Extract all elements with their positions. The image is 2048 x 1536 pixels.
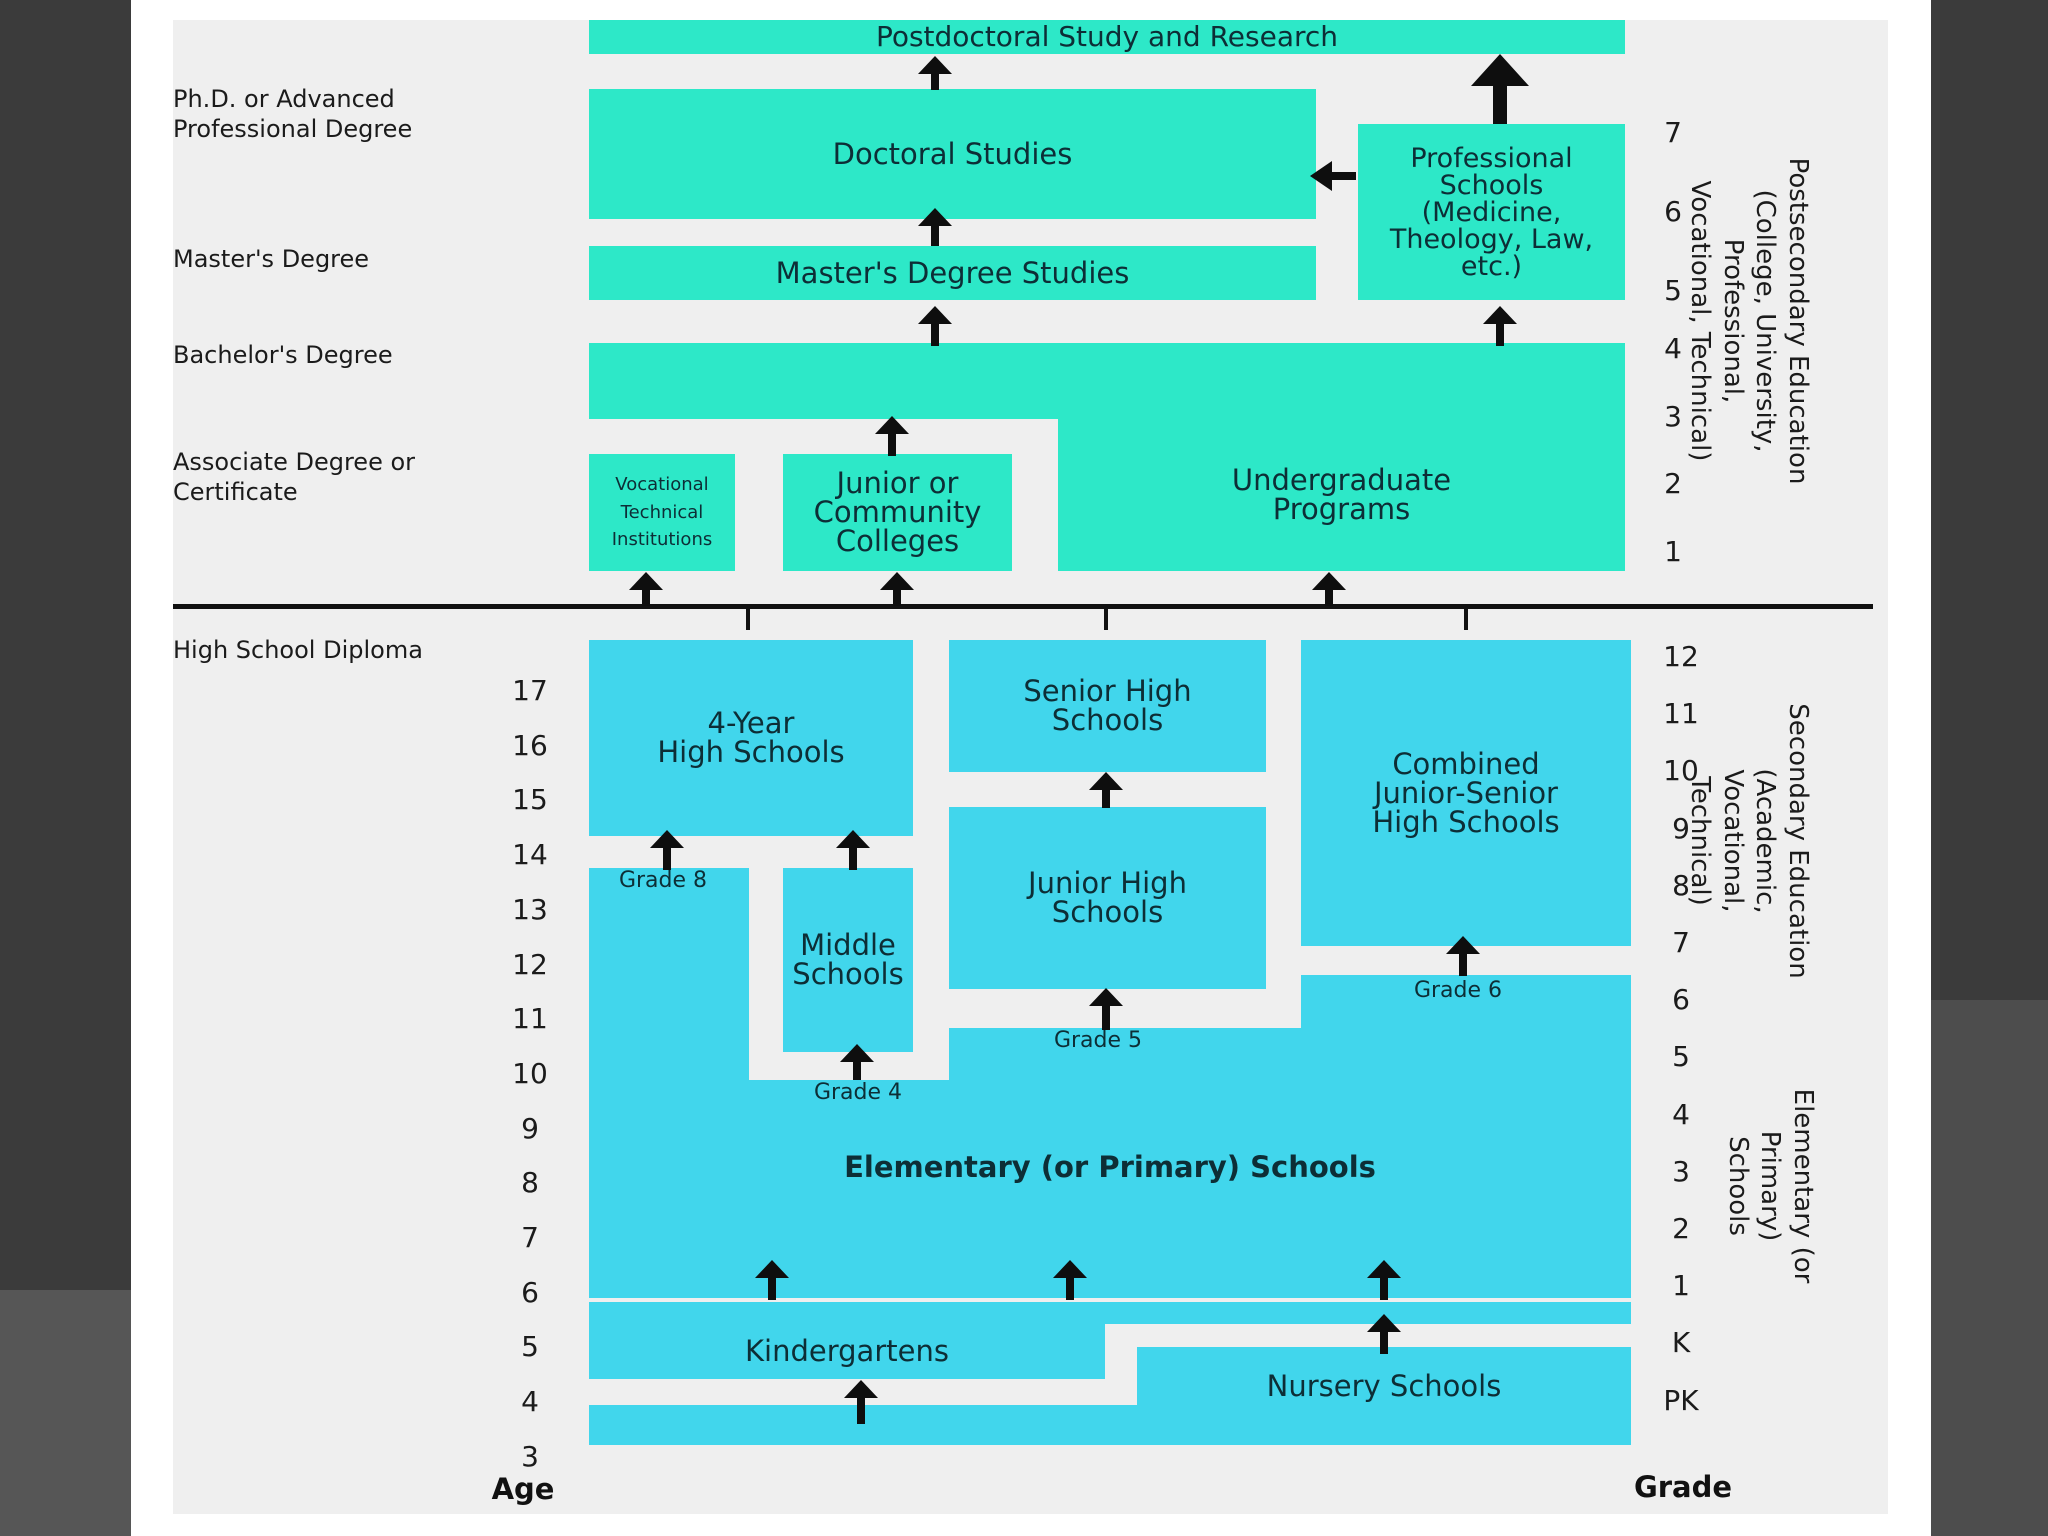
age-tick: 15 <box>512 783 548 817</box>
grade-tick: 9 <box>1672 811 1690 845</box>
age-tick: 17 <box>512 674 548 707</box>
masters-studies-box: Master's Degree Studies <box>589 246 1316 300</box>
senior-high-schools-box: Senior High Schools <box>949 640 1266 772</box>
background-shape-left <box>0 1290 140 1536</box>
age-tick: 4 <box>521 1385 539 1419</box>
grade-tick: 8 <box>1672 868 1690 902</box>
masters-degree-label: Master's Degree <box>173 245 370 273</box>
divider-tick <box>1464 606 1468 630</box>
age-tick: 16 <box>512 728 548 762</box>
grade-4-label: Grade 4 <box>813 1080 903 1105</box>
secondary-side-label: Secondary Education (Academic, Vocationa… <box>1685 703 1814 979</box>
grade-tick: 5 <box>1672 1040 1690 1074</box>
postsecondary-year-tick: 1 <box>1664 535 1682 568</box>
professional-schools-box: Professional Schools (Medicine, Theology… <box>1358 124 1625 300</box>
age-tick: 6 <box>521 1275 539 1309</box>
age-tick: 8 <box>521 1166 539 1200</box>
background-shape-right <box>1930 1000 2048 1536</box>
kindergarten-top-band <box>589 1302 1631 1324</box>
elementary-right-step <box>1301 975 1631 1035</box>
undergraduate-programs-box: Undergraduate Programs <box>1058 419 1625 571</box>
grade-tick: 7 <box>1672 926 1690 959</box>
junior-college-box: Junior or Community Colleges <box>783 454 1012 571</box>
age-axis-label: Age <box>491 1472 555 1506</box>
divider-tick <box>746 606 750 630</box>
age-tick: 10 <box>512 1056 548 1090</box>
postsecondary-year-tick: 6 <box>1664 195 1682 228</box>
junior-high-schools-box: Junior High Schools <box>949 807 1266 989</box>
age-tick: 3 <box>521 1439 539 1473</box>
age-tick: 5 <box>521 1330 539 1364</box>
age-tick: 13 <box>512 892 548 926</box>
middle-schools-box: Middle Schools <box>783 868 913 1052</box>
age-tick: 7 <box>521 1221 539 1254</box>
grade-tick: 11 <box>1663 697 1699 731</box>
grade-8-label: Grade 8 <box>618 868 708 893</box>
postsecondary-year-tick: 3 <box>1664 400 1682 433</box>
elementary-schools-label: Elementary (or Primary) Schools <box>844 1150 1376 1184</box>
age-tick: 11 <box>512 1002 548 1036</box>
elementary-side-label: Elementary (or Primary) Schools <box>1723 1088 1818 1284</box>
associate-degree-label: Associate Degree or Certificate <box>173 448 416 506</box>
grade-tick: PK <box>1663 1383 1699 1417</box>
left-arrow-icon <box>1310 161 1356 191</box>
elementary-middle-step <box>949 1028 1631 1088</box>
four-year-high-schools-box: 4-Year High Schools <box>589 640 913 836</box>
grade-6-label: Grade 6 <box>1413 978 1503 1003</box>
age-tick: 12 <box>512 947 548 981</box>
bachelors-degree-label: Bachelor's Degree <box>173 341 393 369</box>
combined-junior-senior-high-box: Combined Junior-Senior High Schools <box>1301 640 1631 946</box>
postsecondary-year-tick: 7 <box>1664 116 1682 149</box>
grade-tick: 3 <box>1672 1154 1690 1188</box>
age-tick: 9 <box>521 1111 539 1145</box>
grade-tick: K <box>1671 1326 1691 1360</box>
grade-tick: 1 <box>1672 1269 1690 1303</box>
postsecondary-year-tick: 2 <box>1664 467 1682 500</box>
grade-tick: 6 <box>1672 983 1690 1017</box>
elementary-schools-box <box>589 1080 1631 1298</box>
grade-tick: 2 <box>1672 1212 1690 1245</box>
postsecondary-year-tick: 4 <box>1664 332 1682 365</box>
doctoral-studies-box: Doctoral Studies <box>589 89 1316 219</box>
high-school-diploma-label: High School Diploma <box>173 636 423 664</box>
grade-tick: 4 <box>1672 1097 1690 1131</box>
kindergartens-box: Kindergartens <box>589 1324 1105 1379</box>
postsecondary-year-tick: 5 <box>1664 274 1682 307</box>
undergraduate-top-band <box>589 343 1625 419</box>
education-structure-diagram: Postdoctoral Study and Research Doctoral… <box>173 20 1888 1514</box>
diploma-divider-line <box>173 604 1873 609</box>
grade-axis-label: Grade <box>1633 1470 1733 1504</box>
postdoctoral-box: Postdoctoral Study and Research <box>589 20 1625 54</box>
postsecondary-side-label: Postsecondary Education (College, Univer… <box>1685 157 1814 485</box>
divider-tick <box>1104 606 1108 630</box>
age-tick: 14 <box>512 838 548 872</box>
nursery-bottom-band <box>589 1405 1631 1445</box>
phd-degree-label: Ph.D. or Advanced Professional Degree <box>173 85 413 143</box>
vocational-institutions-box: Vocational Technical Institutions <box>589 454 735 571</box>
grade-tick: 10 <box>1663 754 1699 788</box>
grade-5-label: Grade 5 <box>1053 1028 1143 1053</box>
grade-tick: 12 <box>1663 640 1699 673</box>
